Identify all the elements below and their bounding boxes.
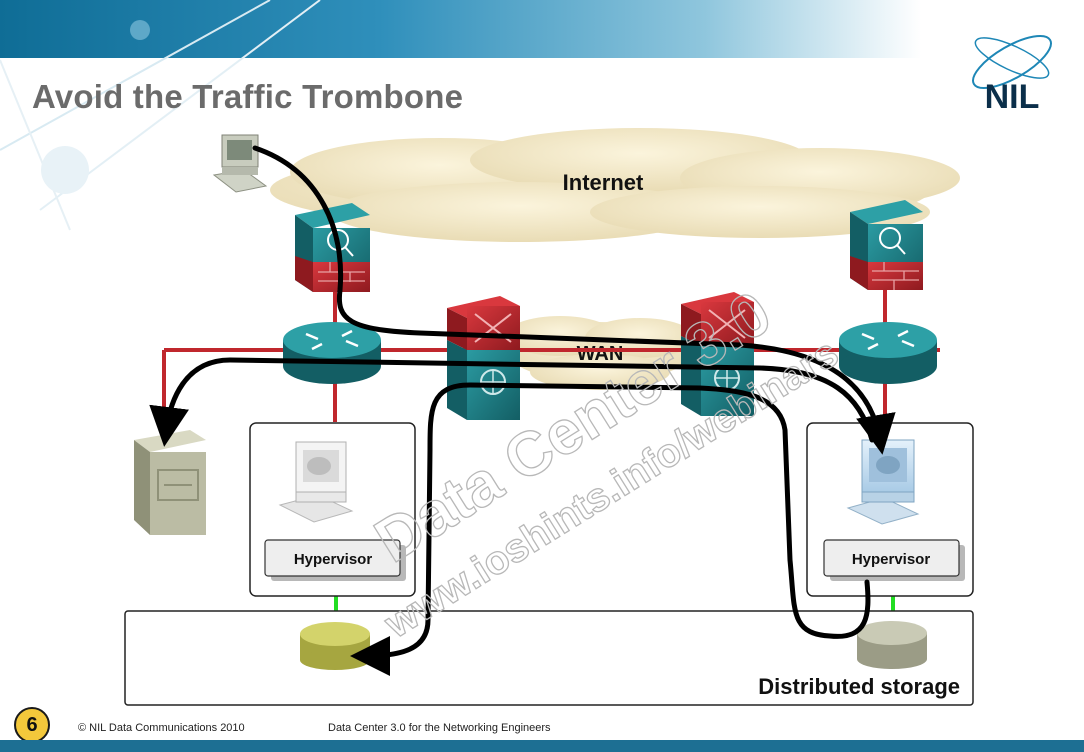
slide-title: Avoid the Traffic Trombone <box>32 78 464 115</box>
right-storage-disk-icon <box>857 621 927 669</box>
copyright-text: © NIL Data Communications 2010 <box>78 722 245 734</box>
vm-to-storage-path <box>350 382 871 676</box>
file-server-icon <box>134 430 206 535</box>
course-title: Data Center 3.0 for the Networking Engin… <box>328 722 551 734</box>
vm-to-file-server-path <box>149 357 875 447</box>
right-router-icon <box>839 322 937 384</box>
right-firewall-icon <box>850 200 923 290</box>
right-hypervisor-label: Hypervisor <box>852 551 931 568</box>
footer-band <box>0 740 1084 752</box>
left-router-icon <box>283 322 381 384</box>
client-to-vm-path <box>252 145 896 455</box>
left-virtual-machine-icon <box>278 441 354 523</box>
traffic-paths <box>149 145 896 676</box>
nil-logo-text: NIL <box>985 78 1040 116</box>
right-wan-edge-device-icon <box>681 292 754 416</box>
left-hypervisor-box: Hypervisor <box>264 539 406 581</box>
left-firewall-icon <box>295 203 370 292</box>
remote-client-pc-icon <box>212 134 268 193</box>
distributed-storage-label: Distributed storage <box>758 674 960 699</box>
page-number-badge: 6 <box>14 707 50 743</box>
left-hypervisor-label: Hypervisor <box>294 551 373 568</box>
left-wan-edge-device-icon <box>447 296 520 420</box>
right-hypervisor-box: Hypervisor <box>823 539 965 581</box>
nil-logo: NIL <box>972 35 1052 116</box>
left-storage-disk-icon <box>300 622 370 670</box>
internet-label: Internet <box>563 170 644 195</box>
internet-cloud: Internet <box>270 128 960 242</box>
